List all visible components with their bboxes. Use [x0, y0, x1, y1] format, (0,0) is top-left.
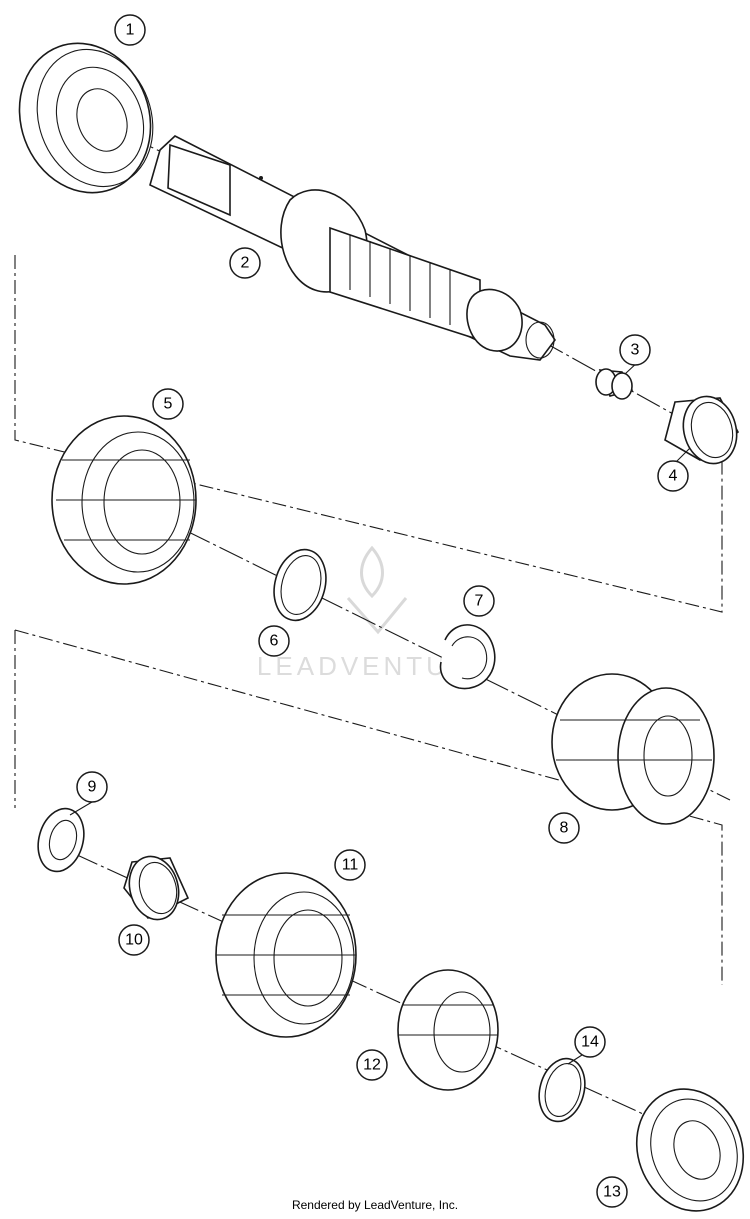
part-main-shaft-2 — [149, 135, 556, 361]
callout-9: 9 — [76, 771, 108, 803]
part-bushing-4 — [664, 395, 740, 465]
svg-text:11: 11 — [342, 857, 359, 874]
part-bushing-10 — [123, 855, 190, 921]
callout-14: 14 — [574, 1026, 606, 1058]
callout-5: 5 — [152, 388, 184, 420]
svg-text:1: 1 — [126, 22, 135, 39]
part-needle-bearing-3 — [595, 368, 634, 400]
svg-text:13: 13 — [603, 1184, 621, 1201]
svg-text:9: 9 — [88, 779, 97, 796]
part-lock-washer-9 — [37, 807, 85, 873]
part-circlip-7 — [439, 624, 496, 690]
callout-7: 7 — [463, 585, 495, 617]
part-gear-12 — [397, 969, 499, 1091]
part-shim-6 — [273, 548, 327, 622]
callout-13: 13 — [596, 1176, 628, 1208]
svg-text:5: 5 — [164, 396, 173, 413]
part-ball-bearing-1 — [18, 42, 154, 194]
svg-text:10: 10 — [125, 932, 143, 949]
rendered-by-footer: Rendered by LeadVenture, Inc. — [291, 1198, 459, 1212]
callout-8: 8 — [548, 812, 580, 844]
part-gear-8 — [551, 673, 715, 825]
callout-6: 6 — [258, 625, 290, 657]
part-shim-14 — [538, 1057, 586, 1123]
svg-text:6: 6 — [270, 633, 279, 650]
callout-11: 11 — [334, 849, 366, 881]
callout-4: 4 — [657, 460, 689, 492]
svg-text:12: 12 — [363, 1057, 381, 1074]
part-ball-bearing-13 — [635, 1088, 745, 1212]
callout-2: 2 — [229, 247, 261, 279]
callout-3: 3 — [619, 334, 651, 366]
svg-text:4: 4 — [669, 468, 678, 485]
svg-text:2: 2 — [241, 255, 250, 272]
callout-12: 12 — [356, 1049, 388, 1081]
callout-10: 10 — [118, 924, 150, 956]
svg-text:8: 8 — [560, 820, 569, 837]
callout-1: 1 — [114, 14, 146, 46]
svg-text:7: 7 — [475, 593, 484, 610]
svg-text:3: 3 — [631, 342, 640, 359]
svg-text:14: 14 — [581, 1034, 599, 1051]
group-bracket-upper — [14, 255, 723, 613]
group-bracket-lower — [14, 629, 723, 985]
part-gear-11 — [215, 872, 357, 1038]
part-gear-5 — [51, 415, 197, 585]
